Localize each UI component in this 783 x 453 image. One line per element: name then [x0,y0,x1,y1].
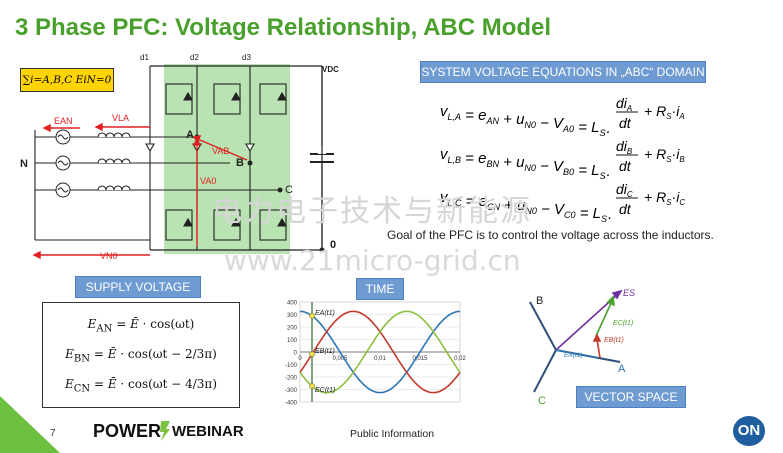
label-vdc: VDC [322,65,339,74]
chart-ytick-label: 100 [287,338,298,344]
chart-ytick-label: -200 [285,376,298,382]
resistor-term-1: + RS·iB [644,146,685,164]
page-title: 3 Phase PFC: Voltage Relationship, ABC M… [15,14,552,41]
label-vab: VAB [212,146,229,156]
label-vn0: VN0 [100,251,118,261]
on-semiconductor-logo: ON [733,416,765,446]
chart-annotation-0: EA(t1) [315,310,335,317]
chart-ytick-label: 400 [287,301,298,307]
watermark-cn: 电力电子技术与新能源 [212,194,532,229]
vector-eb: EB(t1) [604,337,624,344]
page-number: 7 [50,428,56,439]
vector-axis-c: C [538,395,546,407]
supply-eq-c: ECN = Ē · cos(ωt − 4/3π) [64,377,218,395]
system-equation-0: vL,A = eAN + uN0 − VA0 = LS· [440,103,611,140]
label-d1: d1 [140,53,149,62]
system-equations: vL,A = eAN + uN0 − VA0 = LS· diA dt + RS·iA… [440,95,685,226]
system-equation-2: vL,C = eCN + uN0 − VC0 = LS· [440,189,612,226]
vector-es: ES [623,288,635,298]
vector-space-diagram: B A C ES EC(t1) EB(t1) EA(t1) [529,288,635,407]
chart-annotation-2: EC(t1) [315,387,335,394]
chart-t1-point [309,351,315,357]
chart-xtick-label: 0,015 [412,356,428,362]
chart-ytick-label: -300 [285,388,298,394]
circuit-diagram: d1 d2 d3 VDC N A B C 0 EAN VLA VAB VA0 V… [20,53,339,261]
chart-ytick-label: 300 [287,313,298,319]
supply-eq-a: EAN = Ē · cos(ωt) [87,317,195,335]
watermark-url: www.21micro-grid.cn [224,244,521,277]
vector-axis-a: A [618,363,626,375]
switches [165,83,287,241]
public-information: Public Information [350,428,435,440]
fraction-denominator-1: dt [619,158,632,174]
label-vla: VLA [112,113,129,123]
chart-ytick-label: 200 [287,326,298,332]
supply-voltage-label: SUPPLY VOLTAGE [75,276,201,298]
time-label: TIME [356,278,404,300]
chart-ytick-label: -100 [285,363,298,369]
chart-t1-point [309,383,315,389]
resistor-term-2: + RS·iC [644,189,685,207]
logo-webinar: WEBINAR [172,423,244,440]
vector-axis-b: B [536,295,543,307]
chart-series-line-2 [299,310,461,394]
label-d2: d2 [190,53,199,62]
label-va0: VA0 [200,176,216,186]
vector-space-label: VECTOR SPACE [576,386,686,408]
label-c: C [285,184,293,196]
supply-eq-b: EBN = Ē · cos(ωt − 2/3π) [65,347,217,365]
chart-xtick-label: 0,02 [454,356,466,362]
chart-xtick-label: 0 [298,356,302,362]
fraction-denominator-0: dt [619,115,632,131]
system-equation-1: vL,B = eBN + uN0 − VB0 = LS· [440,146,611,183]
label-d3: d3 [242,53,251,62]
chart-ytick-label: -400 [285,401,298,407]
supply-equations-box: EAN = Ē · cos(ωt) EBN = Ē · cos(ωt − 2/3… [42,302,240,408]
fraction-denominator-2: dt [619,201,632,217]
chart-xtick-label: 0,005 [332,356,348,362]
chart-ytick-label: 0 [294,351,298,357]
label-ean: EAN [54,116,73,126]
vector-ec: EC(t1) [613,320,633,327]
fraction-numerator-0: diA [616,95,632,113]
chart-t1-point [309,313,315,319]
label-n: N [20,158,28,170]
vector-ea: EA(t1) [564,352,582,359]
label-zero: 0 [330,239,336,251]
lightning-icon [160,421,170,441]
goal-text: Goal of the PFC is to control the voltag… [387,228,714,242]
resistor-term-0: + RS·iA [644,103,685,121]
system-equations-label: SYSTEM VOLTAGE EQUATIONS IN „ABC“ DOMAIN [420,61,706,83]
fraction-numerator-1: diB [616,138,633,156]
chart-annotation-1: EB(t1) [315,348,335,355]
logo-power: POWER [93,421,162,441]
chart-xtick-label: 0,01 [374,356,386,362]
bridge-highlight [164,64,290,254]
sum-equation-box: ∑i=A,B,C EiN=0 [20,68,114,92]
fraction-numerator-2: diC [616,181,633,199]
label-b: B [236,157,244,169]
label-a: A [186,129,194,141]
corner-decoration [0,396,60,453]
